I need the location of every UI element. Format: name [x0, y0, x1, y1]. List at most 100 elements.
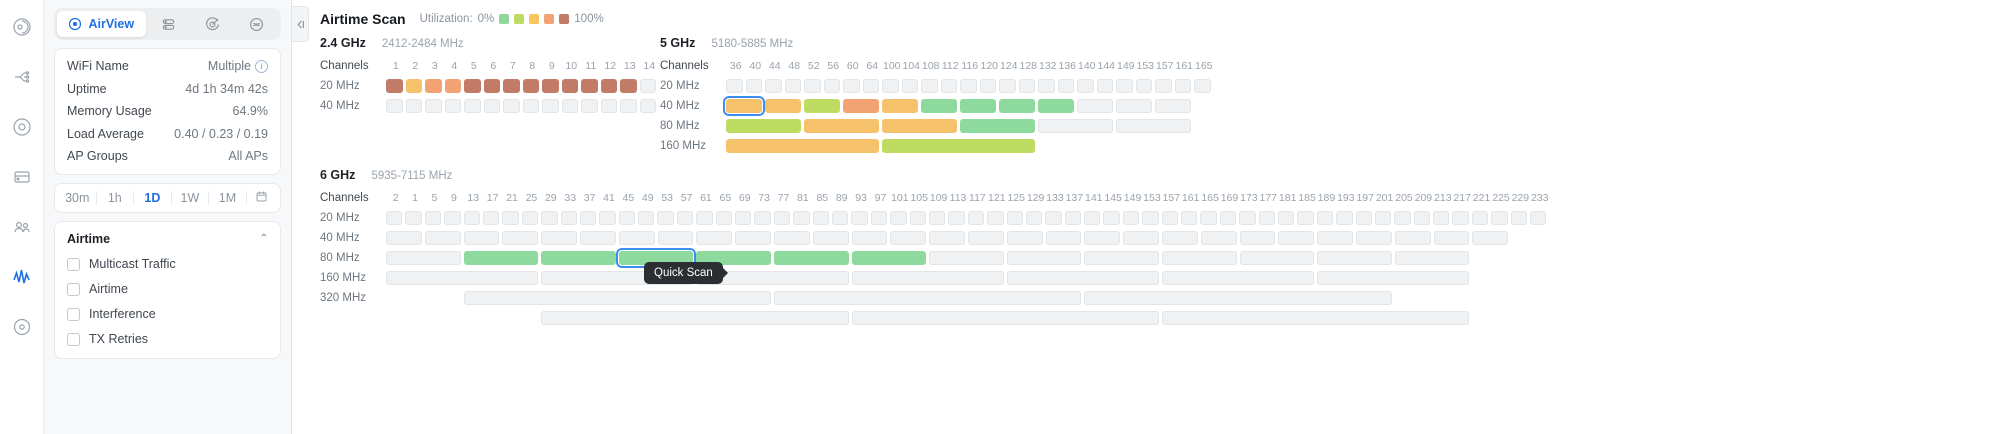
channel-block[interactable] — [483, 79, 500, 93]
channel-block[interactable] — [1471, 211, 1489, 225]
channel-block[interactable] — [804, 79, 821, 93]
channel-block[interactable] — [1374, 211, 1392, 225]
tab-radar[interactable] — [192, 11, 234, 37]
channel-block[interactable] — [948, 211, 965, 225]
channel-block[interactable] — [386, 99, 403, 113]
tab-airview[interactable]: AirView — [57, 11, 146, 37]
topology-icon[interactable] — [7, 12, 37, 42]
channel-block[interactable] — [843, 99, 879, 113]
settings-icon[interactable] — [7, 312, 37, 342]
tab-database[interactable] — [148, 11, 190, 37]
channel-block[interactable] — [882, 139, 1035, 153]
channel-block[interactable] — [561, 79, 578, 93]
chevron-up-icon[interactable]: ⌃ — [259, 233, 268, 244]
channel-block[interactable] — [921, 99, 957, 113]
channel-block[interactable] — [1413, 211, 1431, 225]
channel-block[interactable] — [425, 99, 442, 113]
channel-block[interactable] — [1433, 231, 1470, 245]
channel-block[interactable] — [1239, 231, 1276, 245]
channel-block[interactable] — [1316, 211, 1334, 225]
channel-block[interactable] — [521, 211, 539, 225]
channel-block[interactable] — [444, 99, 461, 113]
channel-block[interactable] — [463, 291, 771, 305]
channel-block[interactable] — [463, 211, 480, 225]
channel-block[interactable] — [1096, 79, 1113, 93]
channel-block[interactable] — [1433, 211, 1450, 225]
channel-block[interactable] — [960, 79, 977, 93]
channel-block[interactable] — [851, 211, 868, 225]
channel-block[interactable] — [773, 291, 1082, 305]
channel-block[interactable] — [541, 311, 849, 325]
calendar-icon[interactable] — [247, 190, 276, 206]
channel-block[interactable] — [1135, 79, 1152, 93]
channel-block[interactable] — [1006, 211, 1023, 225]
channel-block[interactable] — [579, 211, 597, 225]
channel-block[interactable] — [542, 99, 559, 113]
channel-block[interactable] — [1452, 211, 1469, 225]
channel-block[interactable] — [502, 231, 539, 245]
channel-block[interactable] — [1394, 231, 1431, 245]
channel-block[interactable] — [541, 211, 558, 225]
channel-block[interactable] — [843, 79, 860, 93]
channel-block[interactable] — [831, 211, 849, 225]
channel-block[interactable] — [620, 99, 637, 113]
channel-block[interactable] — [522, 99, 539, 113]
channel-block[interactable] — [765, 79, 782, 93]
insights-icon[interactable] — [7, 112, 37, 142]
channel-block[interactable] — [726, 139, 879, 153]
channel-block[interactable] — [1116, 79, 1133, 93]
network-icon[interactable] — [7, 162, 37, 192]
channel-block[interactable] — [1084, 291, 1392, 305]
checkbox-tx-retries[interactable]: TX Retries — [67, 327, 268, 352]
channel-block[interactable] — [503, 79, 520, 93]
range-1d[interactable]: 1D — [134, 190, 172, 205]
channel-block[interactable] — [1161, 311, 1470, 325]
range-1w[interactable]: 1W — [172, 190, 210, 205]
channel-block[interactable] — [405, 211, 422, 225]
channel-block[interactable] — [1161, 251, 1237, 265]
channel-block[interactable] — [1355, 231, 1392, 245]
channel-block[interactable] — [1045, 231, 1082, 245]
checkbox-airtime[interactable]: Airtime — [67, 277, 268, 302]
channel-block[interactable] — [386, 271, 539, 285]
channel-block[interactable] — [1181, 211, 1198, 225]
channel-block[interactable] — [444, 79, 461, 93]
channel-block[interactable] — [851, 311, 1159, 325]
channel-block[interactable] — [851, 271, 1004, 285]
channel-block[interactable] — [620, 79, 637, 93]
channel-block[interactable] — [464, 99, 481, 113]
channel-block[interactable] — [735, 231, 771, 245]
channel-block[interactable] — [405, 99, 422, 113]
channel-block[interactable] — [1394, 211, 1411, 225]
channel-block[interactable] — [502, 211, 519, 225]
channel-block[interactable] — [1530, 211, 1547, 225]
channel-block[interactable] — [599, 211, 616, 225]
channel-block[interactable] — [862, 79, 879, 93]
channel-block[interactable] — [823, 79, 840, 93]
channel-block[interactable] — [1116, 119, 1191, 133]
channel-block[interactable] — [967, 231, 1004, 245]
tab-smile[interactable] — [236, 11, 278, 37]
channel-block[interactable] — [696, 251, 771, 265]
channel-block[interactable] — [960, 119, 1035, 133]
channel-block[interactable] — [1038, 99, 1074, 113]
channel-block[interactable] — [541, 231, 577, 245]
info-icon[interactable]: i — [255, 59, 268, 73]
channel-block[interactable] — [882, 99, 918, 113]
channel-block[interactable] — [715, 211, 733, 225]
checkbox-multicast-traffic[interactable]: Multicast Traffic — [67, 252, 268, 277]
channel-block[interactable] — [1472, 231, 1509, 245]
channel-block[interactable] — [424, 211, 442, 225]
airtime-section-header[interactable]: Airtime ⌃ — [67, 228, 268, 252]
channel-block[interactable] — [618, 231, 655, 245]
range-1h[interactable]: 1h — [97, 190, 135, 205]
channel-block[interactable] — [463, 251, 539, 265]
channel-block[interactable] — [1394, 251, 1470, 265]
channel-block[interactable] — [1155, 79, 1172, 93]
channel-block[interactable] — [639, 79, 656, 93]
checkbox-box[interactable] — [67, 307, 80, 321]
channel-block[interactable] — [1239, 251, 1315, 265]
channel-block[interactable] — [1336, 211, 1353, 225]
channel-block[interactable] — [960, 99, 996, 113]
channel-block[interactable] — [812, 211, 829, 225]
